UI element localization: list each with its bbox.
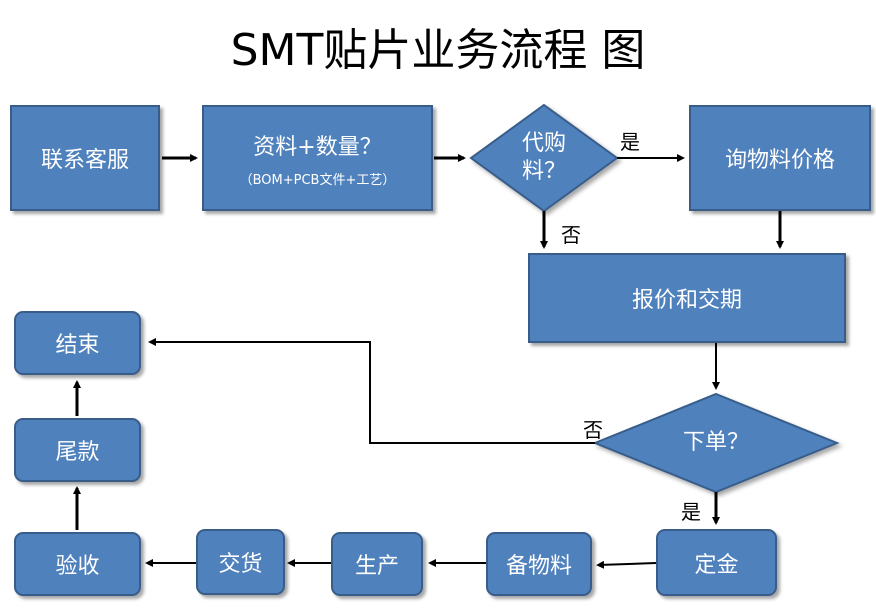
order-label: 下单？ (682, 430, 749, 455)
materials-detail-label: （BOM+PCB文件+工艺） (239, 172, 396, 188)
procure-label: 代购 料？ (494, 130, 594, 186)
end-label: 结束 (55, 333, 100, 358)
arrow-deposit-prepare (596, 560, 657, 569)
contact-service-label: 联系客服 (40, 148, 129, 173)
inquire-price-label: 询物料价格 (724, 148, 835, 173)
inquire-price-box: 询物料价格 (689, 105, 871, 211)
quote-delivery-label: 报价和交期 (631, 288, 742, 313)
materials-quantity-box: 资料+数量？ （BOM+PCB文件+工艺） (202, 105, 433, 211)
deliver-label: 交货 (218, 552, 263, 577)
contact-service-box: 联系客服 (10, 105, 160, 211)
procure-no-label: 否 (561, 223, 581, 247)
deposit-box: 定金 (656, 529, 777, 596)
materials-quantity-label: 资料+数量？ (253, 134, 382, 160)
order-yes-label: 是 (681, 500, 701, 524)
produce-label: 生产 (354, 554, 399, 579)
end-box: 结束 (14, 311, 141, 375)
deliver-box: 交货 (196, 529, 285, 595)
acceptance-label: 验收 (55, 554, 100, 579)
prepare-materials-label: 备物料 (505, 554, 572, 579)
arrow-order-end (148, 338, 595, 444)
page-title: SMT贴片业务流程 图 (230, 25, 646, 76)
final-payment-box: 尾款 (14, 418, 141, 482)
deposit-label: 定金 (694, 552, 739, 578)
acceptance-box: 验收 (14, 532, 141, 596)
produce-box: 生产 (331, 532, 423, 596)
quote-delivery-box: 报价和交期 (528, 253, 846, 343)
procure-label-line2: 料？ (521, 159, 566, 184)
order-no-label: 否 (583, 418, 603, 442)
procure-label-line1: 代购 (521, 131, 566, 156)
final-payment-label: 尾款 (55, 440, 100, 465)
prepare-materials-box: 备物料 (486, 532, 592, 596)
procure-yes-label: 是 (620, 130, 640, 154)
